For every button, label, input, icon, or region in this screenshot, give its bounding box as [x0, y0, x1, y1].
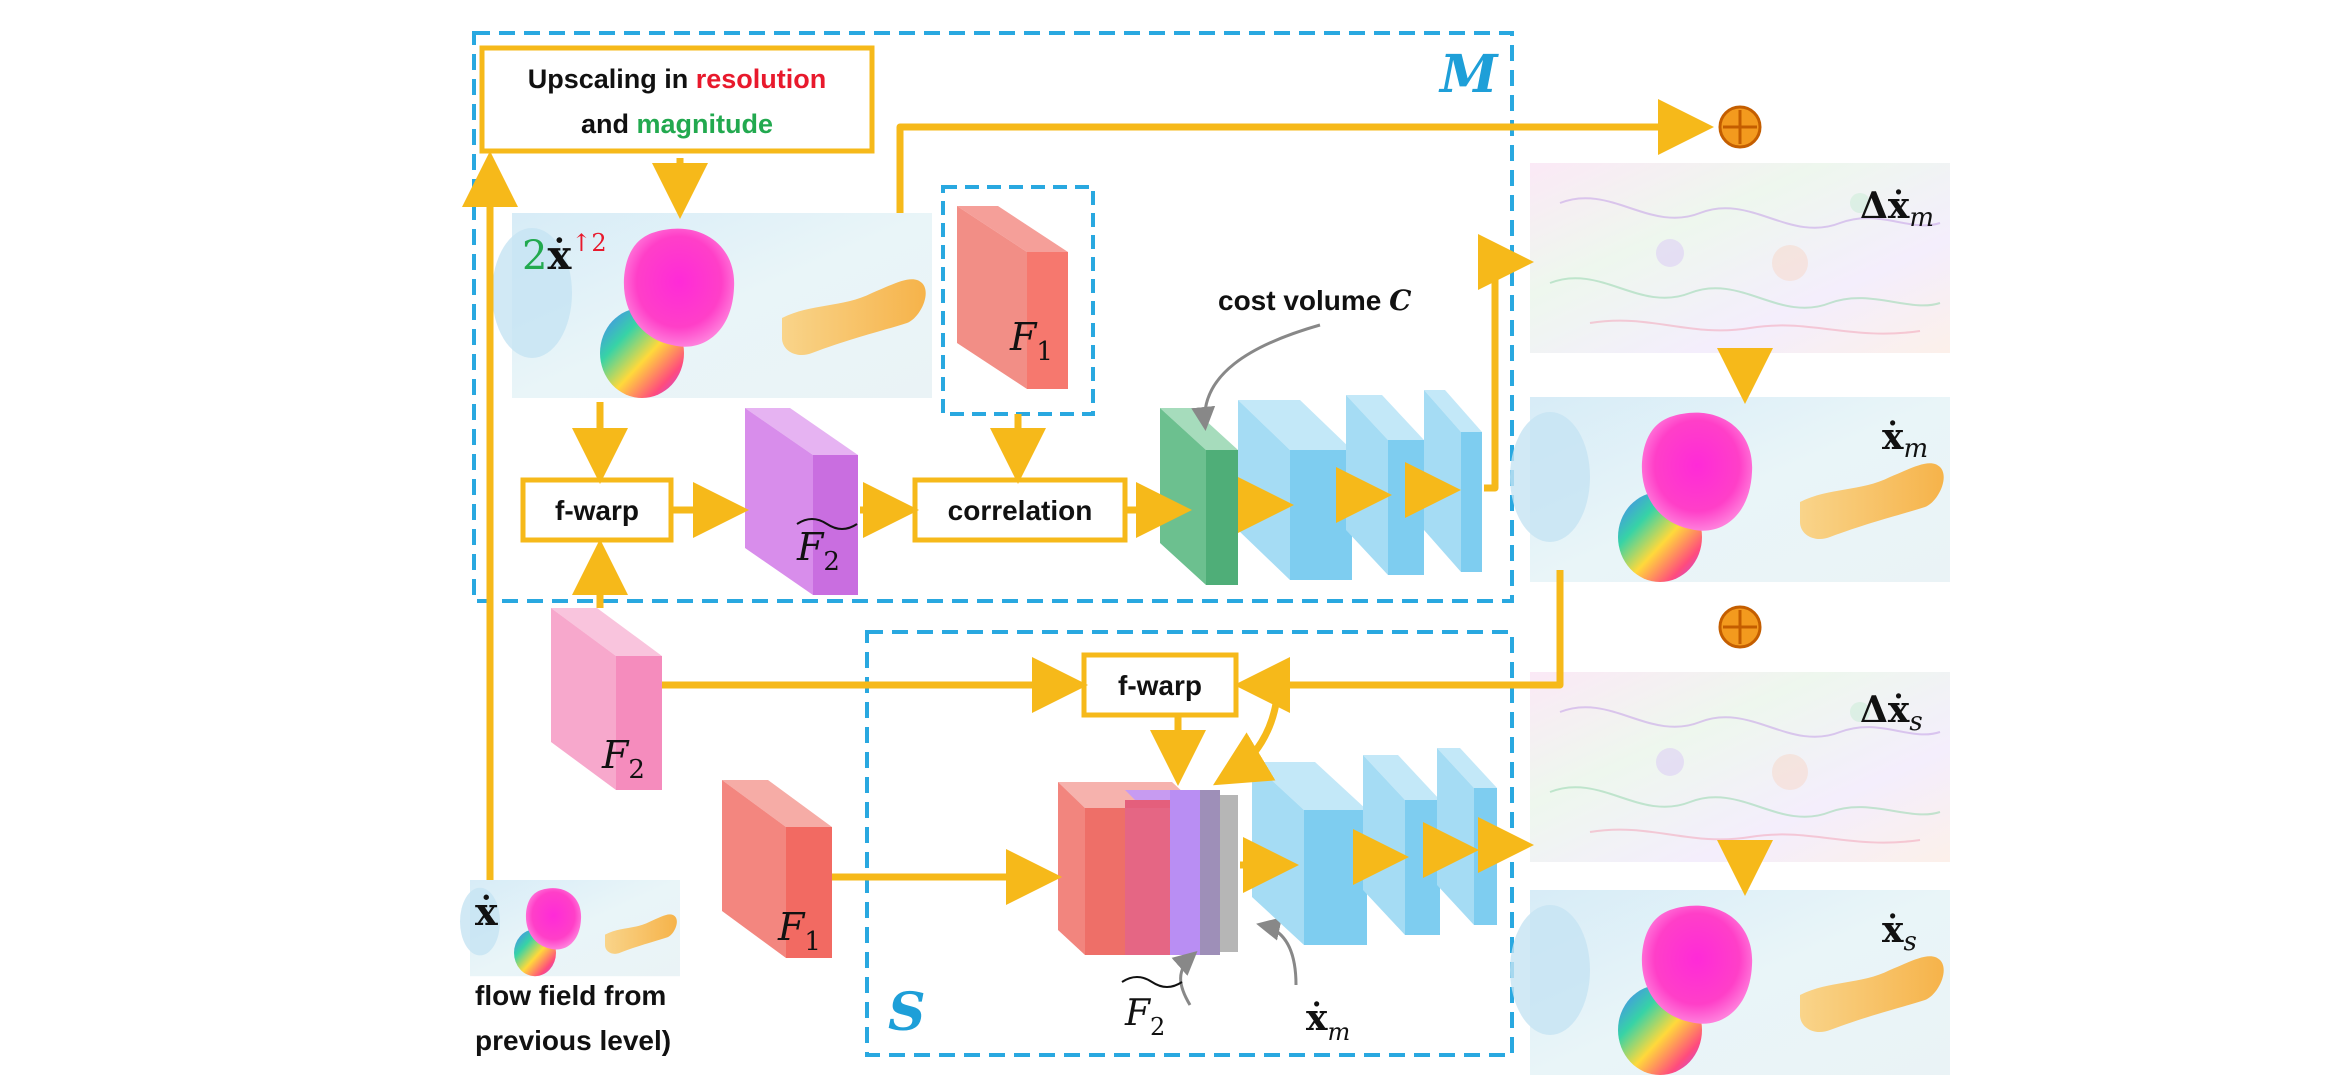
f2-input-block: F2	[551, 608, 662, 790]
svg-text:Δẋs: Δẋs	[1860, 689, 1923, 737]
upscale-resolution-word: resolution	[696, 64, 827, 94]
upscaled-flow-sup: ↑2	[571, 229, 606, 257]
upscaled-flow-image: 2ẋ↑2	[492, 213, 932, 398]
conv-m-block-1	[1238, 400, 1352, 580]
svg-text:F2: F2	[1124, 993, 1165, 1041]
svg-text:Δẋm: Δẋm	[1860, 185, 1934, 233]
fwarp-bottom-label: f-warp	[1118, 670, 1202, 701]
svg-text:ẋm: ẋm	[1306, 997, 1350, 1046]
xs-image: ẋs	[1510, 890, 1950, 1075]
stack-xm-var: ẋ	[1306, 997, 1328, 1039]
stack-f2-sub: 2	[1150, 1013, 1165, 1041]
plus-top-icon	[1718, 105, 1762, 149]
upscale-line2-prefix: and	[581, 109, 637, 139]
delta-xs-prefix: Δẋ	[1860, 689, 1910, 731]
svg-text:F2: F2	[796, 525, 840, 577]
previous-flow-caption-2: previous level)	[475, 1025, 671, 1056]
f2-input-sub: 2	[628, 755, 645, 785]
upscale-line1-prefix: Upscaling in	[528, 64, 696, 94]
concat-stack	[1058, 782, 1238, 955]
conv-m-block-2	[1346, 395, 1424, 575]
upscaled-flow-coef: 2	[522, 233, 547, 279]
plus-middle-icon	[1718, 605, 1762, 649]
f2-warped-block: F2	[745, 408, 858, 595]
fwarp-bottom-box: f-warp	[1081, 652, 1239, 718]
xs-sub: s	[1903, 927, 1916, 957]
module-m-label: M	[1438, 44, 1499, 105]
conv-s-block-1	[1252, 762, 1367, 945]
f1-bottom-base: F	[777, 905, 806, 949]
correlation-label: correlation	[948, 495, 1093, 526]
svg-text:ẋm: ẋm	[1882, 416, 1928, 464]
svg-text:2ẋ↑2: 2ẋ↑2	[522, 229, 607, 279]
delta-xm-prefix: Δẋ	[1860, 185, 1910, 227]
fwarp-top-box: f-warp	[520, 477, 674, 543]
fwarp-top-label: f-warp	[555, 495, 639, 526]
conv-m-block-3	[1424, 390, 1482, 572]
module-m: M	[472, 31, 1514, 603]
f1-bottom-block: F1	[722, 780, 832, 958]
upscaled-flow-var: ẋ	[547, 232, 572, 279]
f2-input-base: F	[601, 733, 630, 777]
upscale-magnitude-word: magnitude	[637, 109, 774, 139]
svg-text:ẋs: ẋs	[1882, 909, 1917, 957]
conv-s-block-3	[1437, 748, 1497, 925]
delta-xm-image: Δẋm	[1529, 162, 1951, 354]
xm-sub: m	[1903, 434, 1928, 464]
xs-var: ẋ	[1882, 909, 1904, 951]
previous-flow-caption-1: flow field from	[475, 980, 666, 1011]
stack-xm-sub: m	[1327, 1018, 1350, 1046]
delta-xs-sub: s	[1909, 707, 1922, 737]
cost-volume-label: cost volume C	[1191, 284, 1412, 431]
f2-warped-base: F	[796, 525, 825, 569]
xm-image: ẋm	[1510, 397, 1950, 582]
svg-text:F1: F1	[1009, 315, 1053, 367]
correlation-box: correlation	[912, 477, 1128, 543]
cost-volume-block	[1160, 408, 1238, 585]
svg-text:and magnitude: and magnitude	[581, 109, 773, 139]
cost-volume-text: cost volume	[1218, 285, 1389, 316]
xm-var: ẋ	[1882, 416, 1904, 458]
svg-text:cost volume C: cost volume C	[1218, 284, 1412, 317]
conv-s-block-2	[1363, 755, 1440, 935]
svg-text:F1: F1	[777, 905, 821, 957]
upscaling-box: Upscaling in resolution and magnitude	[479, 45, 875, 154]
previous-flow-var: ẋ	[475, 889, 498, 934]
svg-text:Upscaling in resolution: Upscaling in resolution	[528, 64, 827, 94]
delta-xs-image: Δẋs	[1529, 671, 1951, 863]
stack-f2-base: F	[1124, 993, 1152, 1034]
f1-top-sub: 1	[1036, 337, 1053, 367]
f2-warped-sub: 2	[823, 547, 840, 577]
f1-top-base: F	[1009, 315, 1038, 359]
f1-bottom-sub: 1	[804, 927, 821, 957]
cost-volume-var: C	[1389, 284, 1412, 317]
stack-xm-label: ẋm	[1256, 917, 1350, 1046]
delta-xm-sub: m	[1909, 203, 1934, 233]
module-s-label: S	[888, 982, 926, 1043]
f1-top-block: F1	[957, 206, 1068, 389]
stack-f2-label: F2	[1121, 951, 1198, 1041]
svg-text:F2: F2	[601, 733, 645, 785]
flow-arrows	[462, 99, 1773, 905]
